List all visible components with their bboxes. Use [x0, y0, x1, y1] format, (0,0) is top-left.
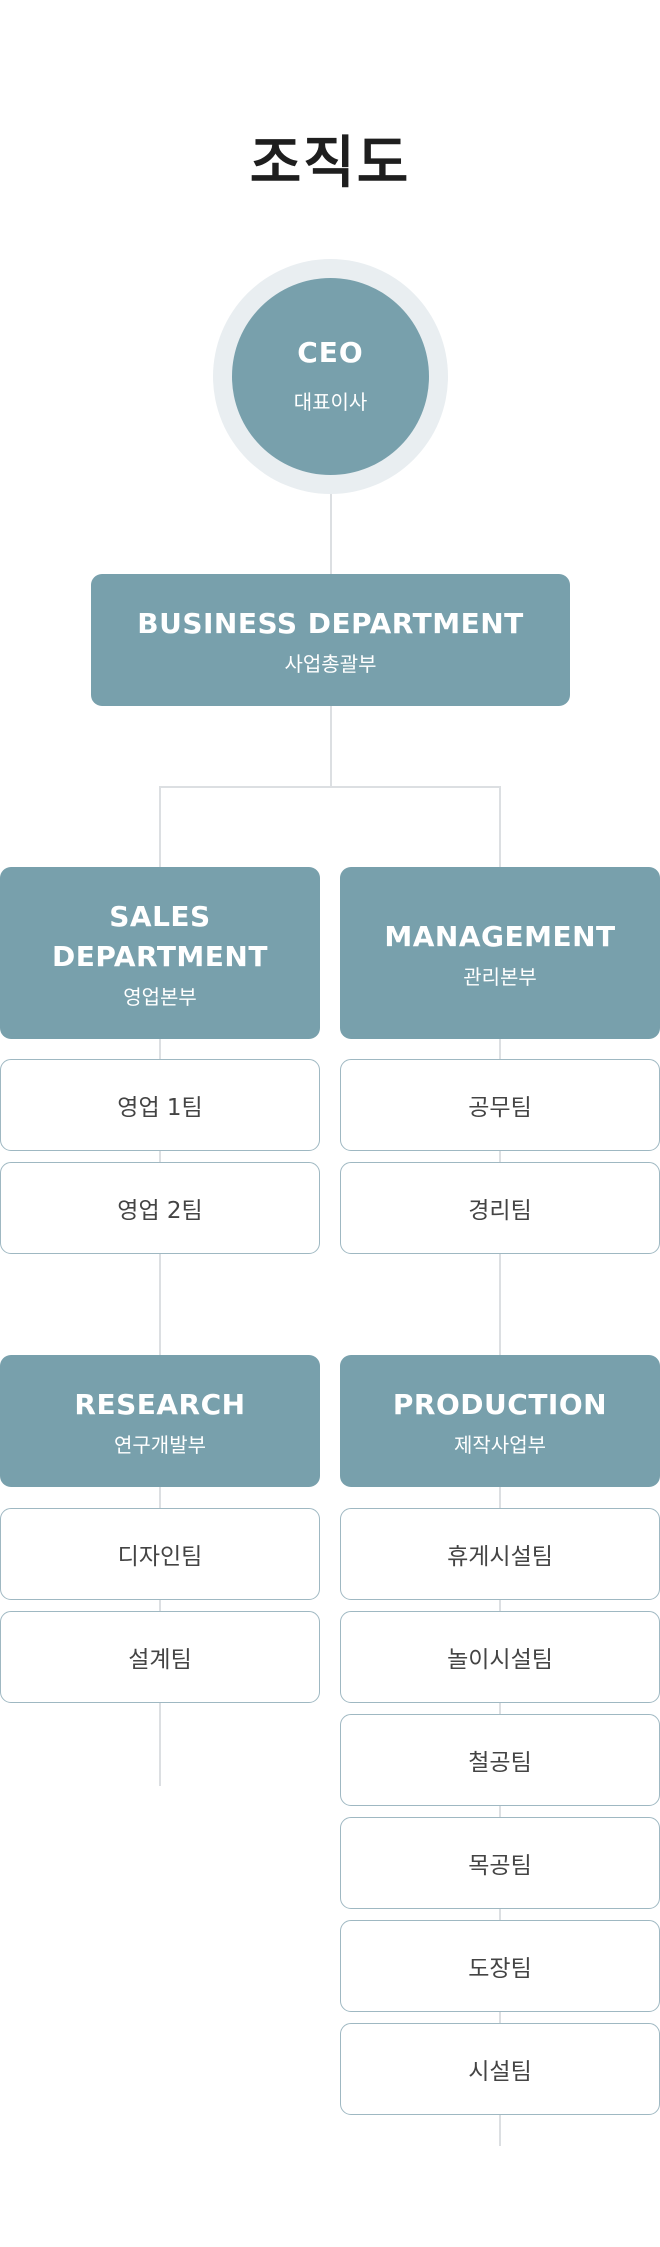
page-title: 조직도	[249, 131, 411, 196]
production-ko: 제작사업부	[454, 1432, 546, 1457]
team-production-2: 놀이시설팀	[340, 1611, 660, 1703]
research-node: RESEARCH 연구개발부	[0, 1355, 320, 1487]
connector-business-down	[330, 706, 332, 786]
business-ko: 사업총괄부	[284, 651, 377, 676]
team-research-2: 설계팀	[0, 1611, 320, 1703]
team-production-1: 휴게시설팀	[340, 1508, 660, 1600]
team-production-6: 시설팀	[340, 2023, 660, 2115]
sales-en-line2: DEPARTMENT	[52, 939, 268, 973]
research-en: RESEARCH	[74, 1387, 246, 1421]
business-department-node: BUSINESS DEPARTMENT 사업총괄부	[91, 574, 570, 706]
ceo-ko: 대표이사	[293, 390, 368, 414]
team-sales-2: 영업 2팀	[0, 1162, 320, 1254]
team-production-3: 철공팀	[340, 1714, 660, 1806]
team-management-2: 경리팀	[340, 1162, 660, 1254]
ceo-node: CEO 대표이사	[232, 278, 429, 475]
connector-left-column	[159, 786, 161, 1786]
ceo-en: CEO	[297, 336, 364, 369]
team-management-1: 공무팀	[340, 1059, 660, 1151]
management-ko: 관리본부	[463, 964, 537, 989]
connector-ceo-business	[330, 475, 332, 575]
team-production-5: 도장팀	[340, 1920, 660, 2012]
sales-ko: 영업본부	[123, 984, 197, 1009]
management-en: MANAGEMENT	[384, 919, 616, 953]
business-en: BUSINESS DEPARTMENT	[137, 606, 524, 640]
sales-department-node: SALES DEPARTMENT 영업본부	[0, 867, 320, 1039]
production-node: PRODUCTION 제작사업부	[340, 1355, 660, 1487]
team-sales-1: 영업 1팀	[0, 1059, 320, 1151]
team-production-4: 목공팀	[340, 1817, 660, 1909]
management-node: MANAGEMENT 관리본부	[340, 867, 660, 1039]
research-ko: 연구개발부	[114, 1432, 206, 1457]
production-en: PRODUCTION	[392, 1387, 608, 1421]
team-research-1: 디자인팀	[0, 1508, 320, 1600]
connector-horizontal	[160, 786, 501, 788]
sales-en-line1: SALES	[109, 899, 211, 933]
